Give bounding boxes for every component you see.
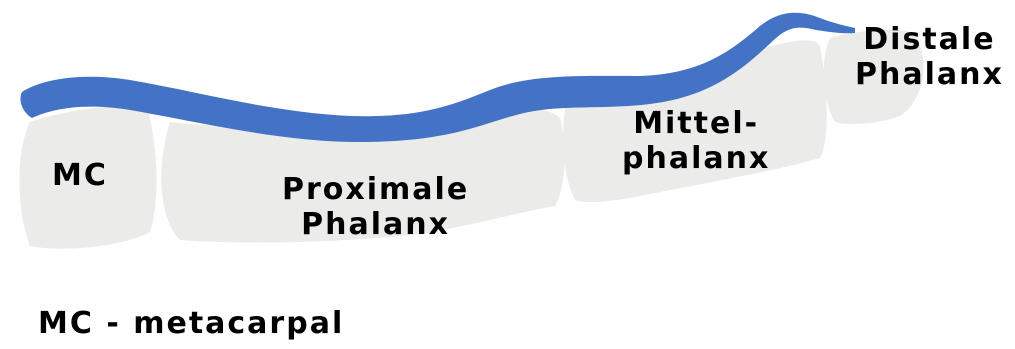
middle-phalanx-label: Mittel- phalanx [622, 106, 770, 177]
proximal-phalanx-label-line1: Proximale [282, 172, 469, 207]
distal-phalanx-label-line1: Distale [855, 22, 1004, 57]
mc-label: MC [52, 158, 108, 193]
proximal-phalanx-label-line2: Phalanx [282, 207, 469, 242]
distal-phalanx-label-line2: Phalanx [855, 57, 1004, 92]
distal-phalanx-label: Distale Phalanx [855, 22, 1004, 93]
abbreviation-legend: MC - metacarpal [38, 306, 344, 341]
middle-phalanx-label-line2: phalanx [622, 141, 770, 176]
mc-label-text: MC [52, 158, 108, 193]
proximal-phalanx-label: Proximale Phalanx [282, 172, 469, 243]
middle-phalanx-label-line1: Mittel- [622, 106, 770, 141]
